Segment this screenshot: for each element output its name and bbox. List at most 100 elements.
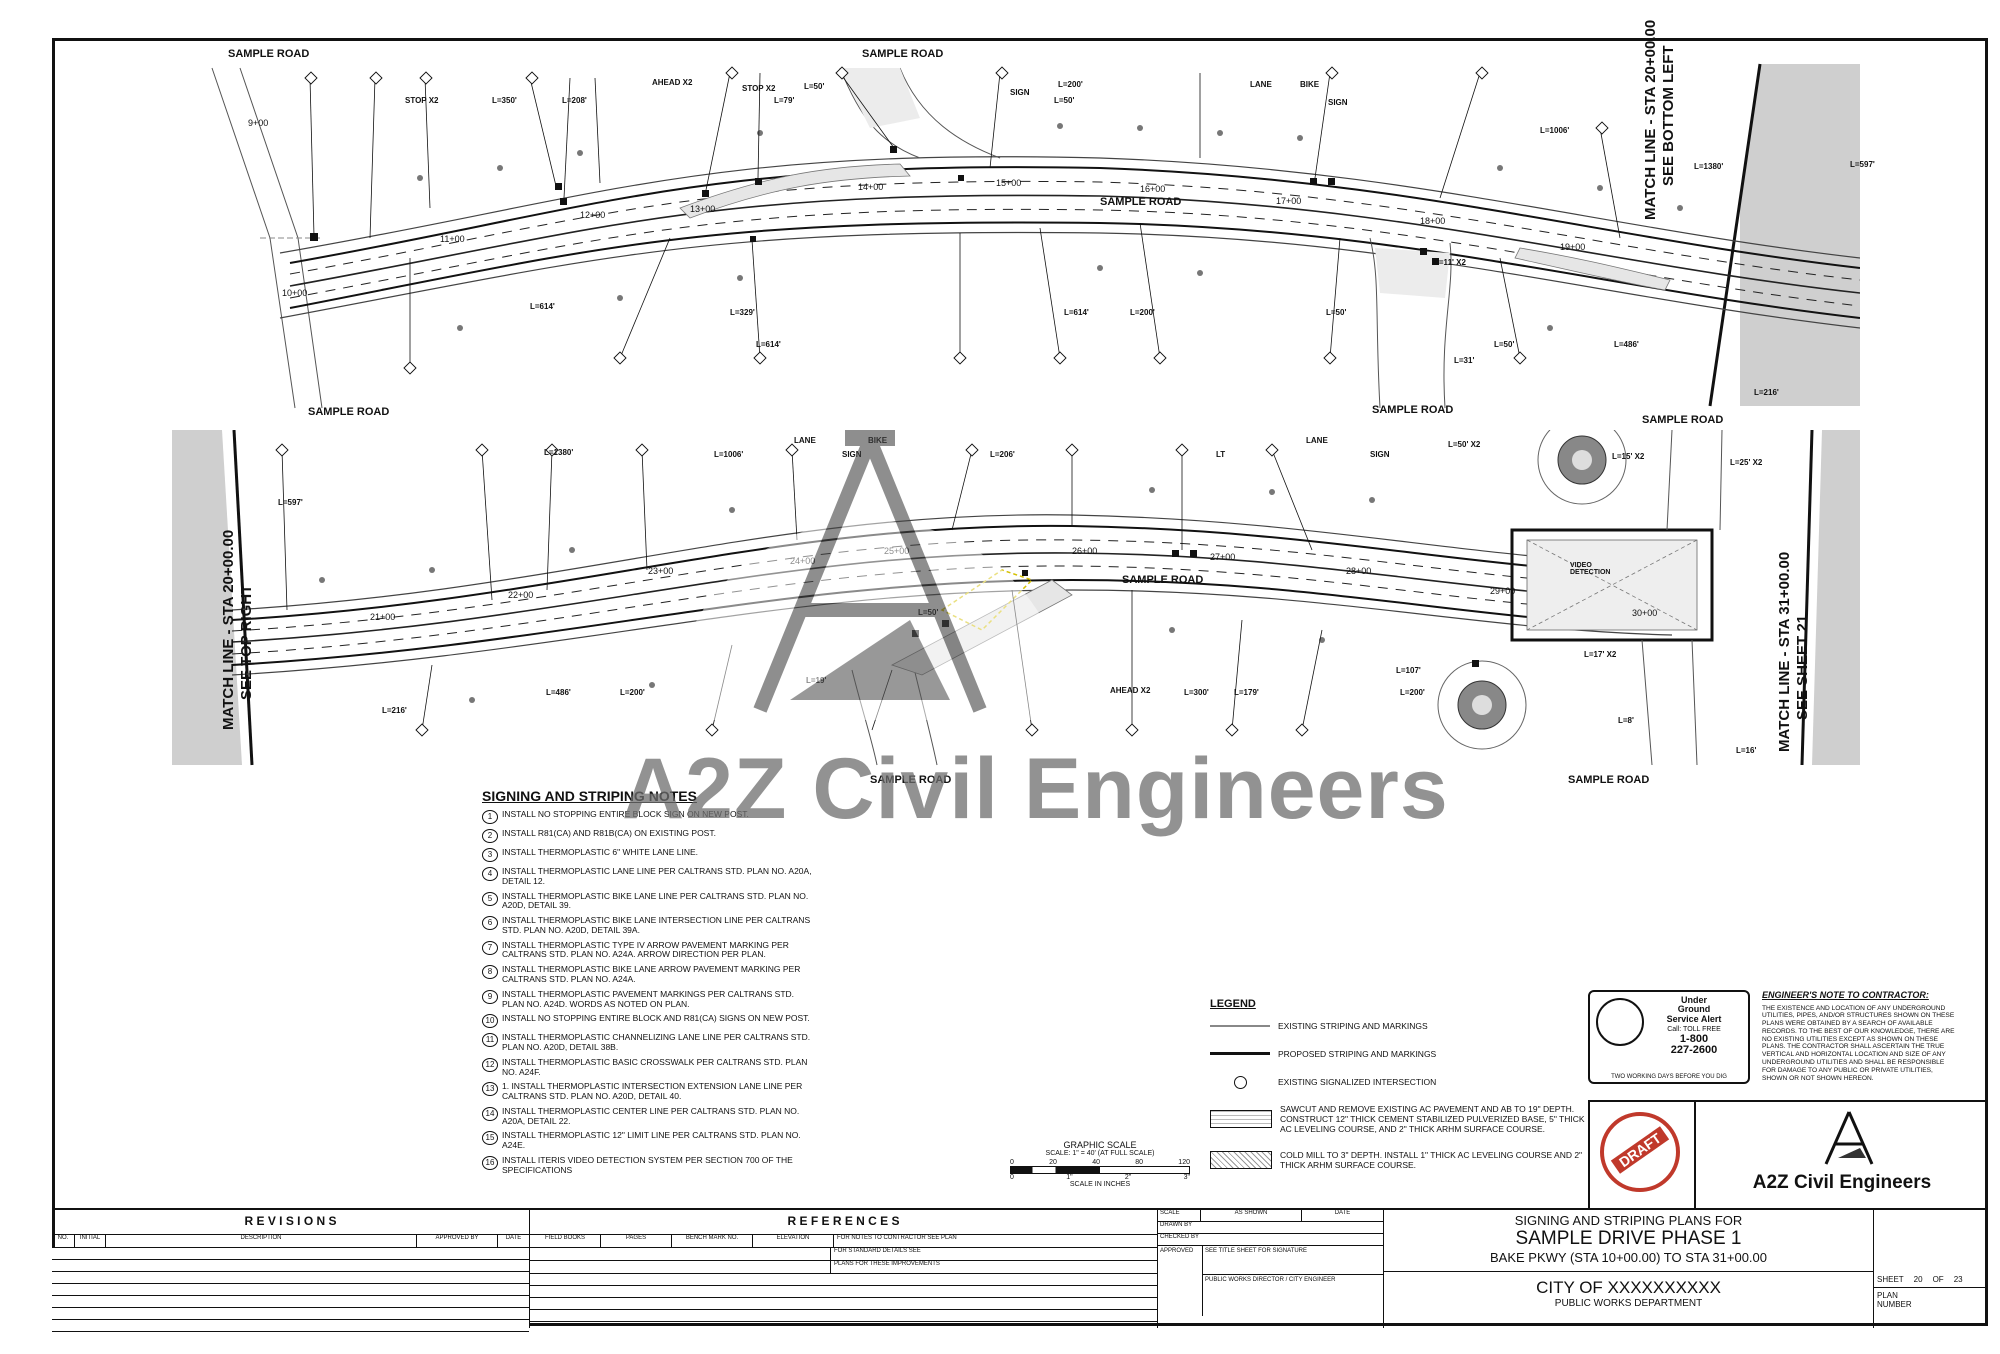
scale-ticks-top: 0 20 40 80 120: [1010, 1159, 1190, 1166]
note-text: INSTALL THERMOPLASTIC CENTER LINE PER CA…: [502, 1105, 800, 1126]
callout-label: VIDEO DETECTION: [1570, 562, 1611, 576]
engineer-note-title: ENGINEER'S NOTE TO CONTRACTOR:: [1762, 990, 1929, 1000]
legend-swatch-existing: [1210, 1020, 1270, 1032]
plan-view-top: [211, 63, 1860, 409]
road-label: SAMPLE ROAD: [862, 48, 944, 60]
callout-label: SIGN: [1010, 88, 1030, 97]
note-number: 6: [482, 916, 498, 931]
note-number: 7: [482, 940, 498, 955]
note-item: 14 INSTALL THERMOPLASTIC CENTER LINE PER …: [482, 1105, 812, 1127]
note-number: 8: [482, 965, 498, 980]
note-number: 14: [482, 1106, 498, 1121]
note-text: 1. INSTALL THERMOPLASTIC INTERSECTION EX…: [502, 1081, 803, 1102]
draft-stamp: DRAFT: [1600, 1112, 1680, 1192]
match-line-label: SEE BOTTOM LEFT: [1660, 45, 1677, 186]
callout-label: STOP X2: [742, 84, 776, 93]
callout-label: L=300': [1184, 688, 1209, 697]
note-item: 5 INSTALL THERMOPLASTIC BIKE LANE LINE PE…: [482, 890, 812, 912]
road-label: SAMPLE ROAD: [870, 774, 952, 786]
callout-label: L=107': [1396, 666, 1421, 675]
drawing-sheet-border: [52, 38, 1988, 1326]
callout-label: AHEAD X2: [652, 78, 693, 87]
note-number: 13: [482, 1082, 498, 1097]
callout-label: L=1006': [1540, 126, 1570, 135]
callout-label: L=597': [1850, 160, 1875, 169]
note-text: INSTALL THERMOPLASTIC 12" LIMIT LINE PER…: [502, 1130, 801, 1151]
station-label: 17+00: [1276, 196, 1302, 206]
road-label: SAMPLE ROAD: [1122, 574, 1204, 586]
callout-label: L=15' X2: [1612, 452, 1645, 461]
references-header: R E F E R E N C E S: [530, 1210, 1157, 1235]
callout-label: L=216': [382, 706, 407, 715]
callout-label: L=19': [806, 676, 827, 685]
stamp-logo-box: DRAFT A2Z Civil Engineers: [1588, 1100, 1988, 1210]
note-number: 12: [482, 1057, 498, 1072]
note-text: INSTALL THERMOPLASTIC 6" WHITE LANE LINE…: [502, 847, 699, 858]
note-item: 3 INSTALL THERMOPLASTIC 6" WHITE LANE LIN…: [482, 847, 812, 863]
note-number: 5: [482, 891, 498, 906]
note-text: INSTALL THERMOPLASTIC BIKE LANE INTERSEC…: [502, 915, 811, 935]
station-label: 11+00: [440, 234, 465, 244]
callout-label: L=1380': [544, 448, 574, 457]
callout-label: L=614': [1064, 308, 1089, 317]
callout-label: L=50': [1326, 308, 1347, 317]
logo-icon: [1824, 1111, 1874, 1165]
note-text: INSTALL THERMOPLASTIC CHANNELIZING LANE …: [502, 1032, 811, 1053]
note-item: 16 INSTALL ITERIS VIDEO DETECTION SYSTEM …: [482, 1154, 812, 1176]
callout-label: L=200': [1058, 80, 1083, 89]
references-section: R E F E R E N C E S FIELD BOOKS PAGES BE…: [530, 1210, 1158, 1328]
callout-label: LANE: [1306, 436, 1328, 445]
callout-label: L=200': [1130, 308, 1155, 317]
callout-label: L=614': [756, 340, 781, 349]
plan-view-bottom: [172, 430, 1860, 766]
station-label: 24+00: [790, 556, 816, 566]
station-label: 29+00: [1490, 586, 1516, 596]
note-text: INSTALL ITERIS VIDEO DETECTION SYSTEM PE…: [502, 1154, 793, 1175]
callout-label: AHEAD X2: [1110, 686, 1151, 695]
station-label: 30+00: [1632, 608, 1658, 618]
station-label: 14+00: [858, 182, 884, 192]
callout-label: BIKE: [868, 436, 888, 445]
legend-item: SAWCUT AND REMOVE EXISTING AC PAVEMENT A…: [1210, 1104, 1590, 1134]
note-number: 9: [482, 989, 498, 1004]
road-label: SAMPLE ROAD: [1372, 404, 1454, 416]
callout-label: L=17' X2: [1584, 650, 1617, 659]
legend-title: LEGEND: [1210, 998, 1256, 1010]
scale-bar: [1010, 1166, 1190, 1174]
station-label: 15+00: [996, 178, 1022, 188]
note-text: INSTALL THERMOPLASTIC BIKE LANE ARROW PA…: [502, 964, 801, 984]
callout-label: L=486': [546, 688, 571, 697]
callout-label: L=50': [1494, 340, 1515, 349]
note-number: 1: [482, 810, 498, 825]
callout-label: L=50' X2: [1448, 440, 1481, 449]
note-text: INSTALL R81(CA) AND R81B(CA) ON EXISTING…: [502, 828, 716, 839]
sheet-number-block: SHEET 20 OF 23 PLAN NUMBER: [1874, 1272, 1988, 1328]
road-label: SAMPLE ROAD: [1568, 774, 1650, 786]
usa-seal-icon: [1596, 998, 1644, 1046]
scale-ticks-bottom: 0 1" 2" 3": [1010, 1174, 1190, 1181]
legend-item: EXISTING SIGNALIZED INTERSECTION: [1210, 1076, 1590, 1089]
signal-icon: [1210, 1076, 1270, 1089]
station-label: 18+00: [1420, 216, 1446, 226]
match-line-label: SEE SHEET 21: [1794, 614, 1811, 720]
match-line-label: SEE TOP RIGHT: [238, 584, 255, 700]
graphic-scale: GRAPHIC SCALE SCALE: 1" = 40' (AT FULL S…: [1010, 1140, 1190, 1188]
notes-title: SIGNING AND STRIPING NOTES: [482, 788, 697, 804]
note-text: INSTALL THERMOPLASTIC LANE LINE PER CALT…: [502, 866, 812, 886]
scale-title: GRAPHIC SCALE: [1063, 1140, 1137, 1150]
callout-label: L=200': [1400, 688, 1425, 697]
legend-item: PROPOSED STRIPING AND MARKINGS: [1210, 1048, 1590, 1060]
station-label: 28+00: [1346, 566, 1372, 576]
note-number: 2: [482, 829, 498, 844]
callout-label: LT: [1216, 450, 1226, 459]
station-label: 12+00: [580, 210, 606, 220]
note-number: 16: [482, 1155, 498, 1170]
note-number: 3: [482, 848, 498, 863]
callout-label: L=25' X2: [1730, 458, 1763, 467]
note-item: 6 INSTALL THERMOPLASTIC BIKE LANE INTERSE…: [482, 915, 812, 936]
note-text: INSTALL THERMOPLASTIC BIKE LANE LINE PER…: [502, 890, 809, 911]
